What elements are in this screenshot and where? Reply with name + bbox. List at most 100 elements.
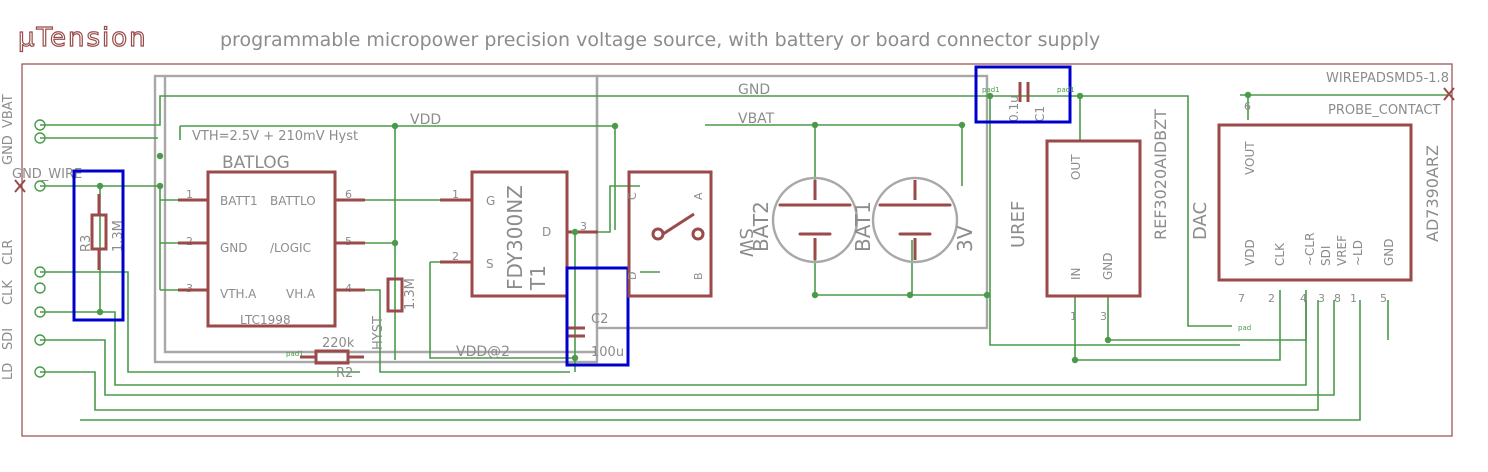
junction-dot (156, 152, 164, 160)
sw-pin-a: A (692, 192, 705, 200)
net-gnd: GND (738, 82, 770, 98)
dac-value: AD7390ARZ (1423, 145, 1442, 242)
q1-value: FDY300NZ (503, 185, 527, 290)
conn-label-gnd-wire: GND_WIRE (12, 167, 82, 182)
dac-pin-sdi: SDI (1319, 246, 1333, 266)
hyst-name: HYST (371, 316, 386, 350)
c1-value: 0.1u (1007, 95, 1021, 122)
junction-dot (1104, 336, 1112, 344)
schematic-title: µTension (18, 23, 148, 53)
junction-dot (571, 228, 579, 236)
batlog-value: LTC1998 (240, 313, 291, 327)
switch-battery-group (595, 74, 989, 330)
highlight-box-c1 (974, 65, 1072, 124)
conn-label-ld: LD (1, 363, 16, 380)
uref-pin-gnd: GND (1101, 252, 1115, 280)
svg-text:3: 3 (580, 220, 587, 233)
switch-sw[interactable]: C A D B SW (626, 170, 756, 298)
sw-pin-c: C (626, 192, 639, 200)
conn-label-vbat: VBAT (1, 94, 16, 128)
conn-label-gnd: GND (1, 135, 16, 165)
svg-text:1: 1 (186, 188, 193, 201)
junction-dot (611, 122, 619, 130)
pad-label-c1b: pad1 (1057, 86, 1075, 94)
dac-pin-clk: CLK (1273, 242, 1287, 266)
junction-dot (96, 182, 104, 190)
inner-group-frame (163, 76, 597, 354)
q1-pin-d: D (542, 225, 551, 239)
mosfet-q1[interactable]: G S D FDY300NZ T1 1 2 3 (440, 170, 598, 298)
uref-name: UREF (1008, 201, 1029, 248)
battery-bat2[interactable]: BAT2 (749, 176, 859, 264)
left-connector: GND VBAT GND_WIRE CLK CLR SDI LD (1, 94, 82, 380)
junction-dot (391, 239, 399, 247)
svg-text:3: 3 (1100, 310, 1107, 323)
dac-pin-vout: VOUT (1243, 141, 1257, 175)
highlight-box-r3 (72, 169, 125, 322)
pad-label-c1a: pad1 (982, 86, 1000, 94)
junction-dot (1071, 356, 1079, 364)
uref-pin-in: IN (1069, 267, 1083, 280)
batlog-pin-vha: VH.A (286, 287, 316, 301)
sw-pin-b: B (692, 272, 705, 280)
sheet-frame (21, 63, 1453, 437)
c1-name: C1 (1033, 106, 1047, 122)
svg-text:5: 5 (1380, 292, 1387, 305)
junction-dot (96, 308, 104, 316)
hyst-value: 1.3M (403, 278, 418, 310)
ic-batlog[interactable]: BATLOG LTC1998 BATT1 GND VTH.A BATTLO /L… (178, 153, 365, 328)
capacitor-c1[interactable]: 0.1u C1 (1007, 82, 1047, 122)
svg-text:6: 6 (345, 188, 352, 201)
wires (40, 94, 1448, 421)
svg-text:8: 8 (1334, 292, 1341, 305)
batlog-pin-vtha: VTH.A (220, 287, 257, 301)
svg-text:1: 1 (1350, 292, 1357, 305)
net-vbat: VBAT (738, 111, 775, 127)
junction-dot (986, 92, 994, 100)
q1-pin-s: S (486, 257, 494, 271)
dac-pin-clr: ~CLR (1303, 233, 1317, 266)
svg-text:2: 2 (1268, 292, 1275, 305)
junction-dot (1244, 91, 1252, 99)
ic-dac[interactable]: VOUT VDD CLK ~CLR SDI VREF ~LD GND DAC A… (1190, 100, 1442, 305)
uref-value: REF3020AIDBZT (1151, 109, 1170, 240)
svg-text:2: 2 (452, 250, 459, 263)
net-vth-note: VTH=2.5V + 210mV Hyst (192, 129, 358, 144)
dac-name: DAC (1190, 202, 1211, 240)
resistor-r3[interactable]: R3 1.3M (79, 194, 126, 270)
junction-dots (96, 91, 1252, 364)
batlog-pin-gnd: GND (220, 241, 248, 255)
uref-pin-out: OUT (1069, 154, 1083, 180)
conn-label-clr: CLR (1, 240, 16, 265)
batlog-name: BATLOG (222, 153, 290, 173)
capacitor-c2[interactable]: C2 100u (567, 312, 624, 360)
batlog-pin-logic: /LOGIC (270, 241, 311, 255)
q1-pin-g: G (486, 194, 495, 208)
probe-value: PROBE_CONTACT (1328, 103, 1440, 118)
probe-contact[interactable]: WIREPADSMD5-1.8 PROBE_CONTACT (1326, 71, 1455, 118)
ic-uref[interactable]: OUT IN GND UREF REF3020AIDBZT 1 3 (1008, 109, 1170, 323)
q1-name: T1 (526, 265, 550, 291)
svg-text:6: 6 (1244, 100, 1251, 113)
junction-dot (906, 291, 914, 299)
junction-dot (811, 121, 819, 129)
pad-label-r2: pad1 (286, 350, 304, 358)
net-vdd: VDD (410, 112, 441, 128)
r2-value: 220k (322, 336, 355, 351)
junction-dot (983, 291, 991, 299)
pad-label-dac: pad (1238, 324, 1251, 332)
battery-bat1[interactable]: BAT1 3V (851, 176, 977, 264)
c2-name: C2 (591, 312, 608, 327)
dac-pin-vref: VREF (1335, 235, 1349, 266)
conn-label-sdi: SDI (1, 328, 16, 350)
batlog-pin-battlo: BATTLO (270, 194, 316, 208)
junction-dot (156, 182, 164, 190)
resistor-r2[interactable]: 220k R2 (300, 336, 364, 381)
svg-text:1: 1 (1070, 310, 1077, 323)
junction-dot (958, 121, 966, 129)
dac-pin-gnd: GND (1382, 238, 1396, 266)
svg-text:4: 4 (1300, 292, 1307, 305)
resistor-hyst[interactable]: HYST 1.3M (371, 277, 418, 350)
dac-pin-vdd: VDD (1243, 239, 1257, 266)
highlight-box-c2 (565, 266, 630, 367)
